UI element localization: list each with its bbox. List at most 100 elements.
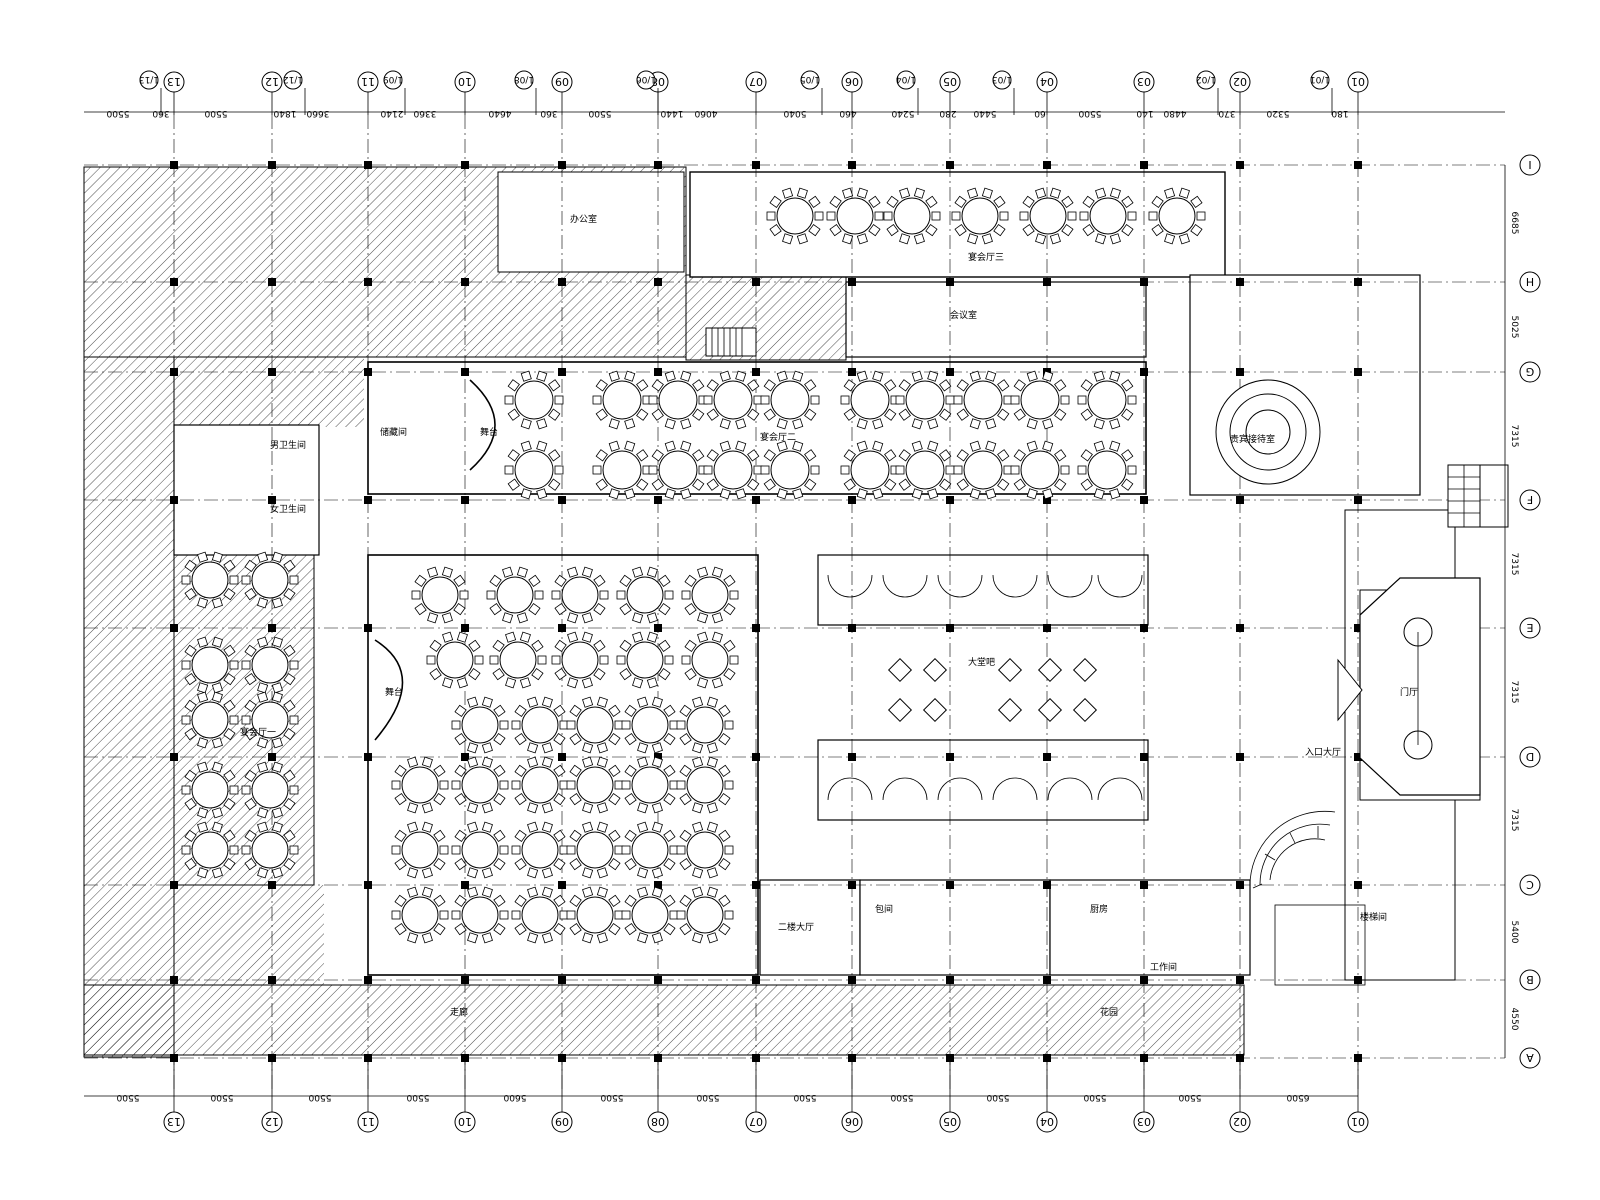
axis-bubble bbox=[1347, 71, 1369, 93]
table-top bbox=[713, 450, 753, 490]
booth-seat bbox=[937, 777, 983, 801]
chair bbox=[651, 408, 664, 421]
table-top bbox=[251, 701, 289, 739]
column bbox=[1043, 976, 1051, 984]
dim-label: 5500 bbox=[1078, 108, 1101, 118]
chair bbox=[197, 867, 209, 879]
chair bbox=[283, 829, 296, 843]
banquet-tables bbox=[181, 187, 1206, 944]
column bbox=[848, 881, 856, 889]
chair bbox=[706, 449, 719, 462]
chair bbox=[229, 715, 239, 725]
chair bbox=[684, 667, 697, 681]
chair bbox=[939, 408, 952, 421]
axis-bubble bbox=[1519, 361, 1541, 383]
chair bbox=[407, 867, 419, 879]
chair bbox=[271, 821, 283, 833]
chair bbox=[514, 704, 527, 718]
chair bbox=[223, 699, 236, 713]
chair bbox=[1042, 488, 1054, 500]
chair bbox=[1042, 370, 1054, 382]
chair bbox=[504, 465, 514, 475]
chair bbox=[621, 780, 631, 790]
round-table bbox=[621, 886, 679, 944]
chair bbox=[599, 655, 609, 665]
table-top bbox=[191, 561, 229, 599]
table-top bbox=[1020, 450, 1060, 490]
chair bbox=[608, 922, 621, 936]
chair bbox=[553, 829, 566, 843]
chair bbox=[257, 636, 269, 648]
chair bbox=[776, 418, 788, 430]
chair bbox=[516, 566, 528, 578]
axis-bubble-label: 02 bbox=[1233, 1115, 1247, 1128]
chair bbox=[711, 631, 723, 643]
chair bbox=[257, 691, 269, 703]
chair bbox=[1109, 187, 1121, 199]
spiral-stair bbox=[1249, 810, 1366, 986]
chair bbox=[1013, 379, 1026, 392]
chair bbox=[241, 845, 251, 855]
chair bbox=[489, 602, 502, 616]
chair bbox=[840, 395, 850, 405]
chair bbox=[706, 756, 718, 768]
axis-bubble-label: H bbox=[1526, 275, 1534, 288]
chair bbox=[680, 370, 692, 382]
chair bbox=[651, 867, 663, 879]
dim-label: 370 bbox=[1218, 108, 1235, 118]
room-labels: 宴会厅三 宴会厅二 宴会厅一 舞台 舞台 大堂吧 门厅 入口大厅 厨房 工作间 … bbox=[240, 213, 1418, 1018]
chair bbox=[493, 704, 506, 718]
round-table bbox=[951, 187, 1009, 245]
axis-bubble bbox=[1519, 969, 1541, 991]
chair bbox=[872, 418, 884, 430]
axis-bubble bbox=[261, 71, 283, 93]
chair bbox=[1042, 418, 1054, 430]
chair bbox=[608, 792, 621, 806]
chair bbox=[776, 440, 788, 452]
chair bbox=[520, 418, 532, 430]
column bbox=[1354, 278, 1362, 286]
chair bbox=[899, 233, 911, 245]
chair bbox=[283, 727, 296, 741]
round-table bbox=[766, 187, 824, 245]
chair bbox=[792, 440, 804, 452]
axis-bubble bbox=[939, 1111, 961, 1133]
dim-label: 60 bbox=[1034, 108, 1046, 118]
round-table bbox=[1077, 440, 1137, 500]
chair bbox=[442, 631, 454, 643]
chair bbox=[1093, 440, 1105, 452]
chair bbox=[520, 440, 532, 452]
table-top bbox=[401, 831, 439, 869]
sub-axis-bubble-label: 1/03 bbox=[992, 74, 1012, 84]
chair bbox=[911, 488, 923, 500]
chair bbox=[567, 612, 579, 624]
chair bbox=[1026, 370, 1038, 382]
axis-bubble-label: 13 bbox=[167, 1115, 181, 1128]
round-table bbox=[953, 370, 1013, 430]
table-top bbox=[770, 380, 810, 420]
column bbox=[1236, 881, 1244, 889]
round-table bbox=[616, 566, 674, 624]
room-label-toilet-m: 男卫生间 bbox=[270, 439, 306, 451]
column bbox=[268, 753, 276, 761]
axis-bubble-label: 11 bbox=[361, 1115, 375, 1128]
column bbox=[268, 496, 276, 504]
chair bbox=[229, 785, 239, 795]
table-top bbox=[576, 896, 614, 934]
chair bbox=[723, 602, 736, 616]
axis-bubble bbox=[841, 71, 863, 93]
chair bbox=[429, 667, 442, 681]
axis-bubble-label: 01 bbox=[1351, 1115, 1365, 1128]
round-table bbox=[241, 636, 299, 694]
chair bbox=[507, 478, 520, 491]
column bbox=[558, 976, 566, 984]
chair bbox=[724, 845, 734, 855]
column bbox=[461, 753, 469, 761]
column bbox=[1140, 624, 1148, 632]
chair bbox=[454, 764, 467, 778]
dim-label: 3360 bbox=[413, 108, 436, 118]
chair bbox=[181, 660, 191, 670]
dim-label: 4480 bbox=[1163, 108, 1186, 118]
chair bbox=[663, 857, 676, 871]
chair bbox=[684, 574, 697, 588]
